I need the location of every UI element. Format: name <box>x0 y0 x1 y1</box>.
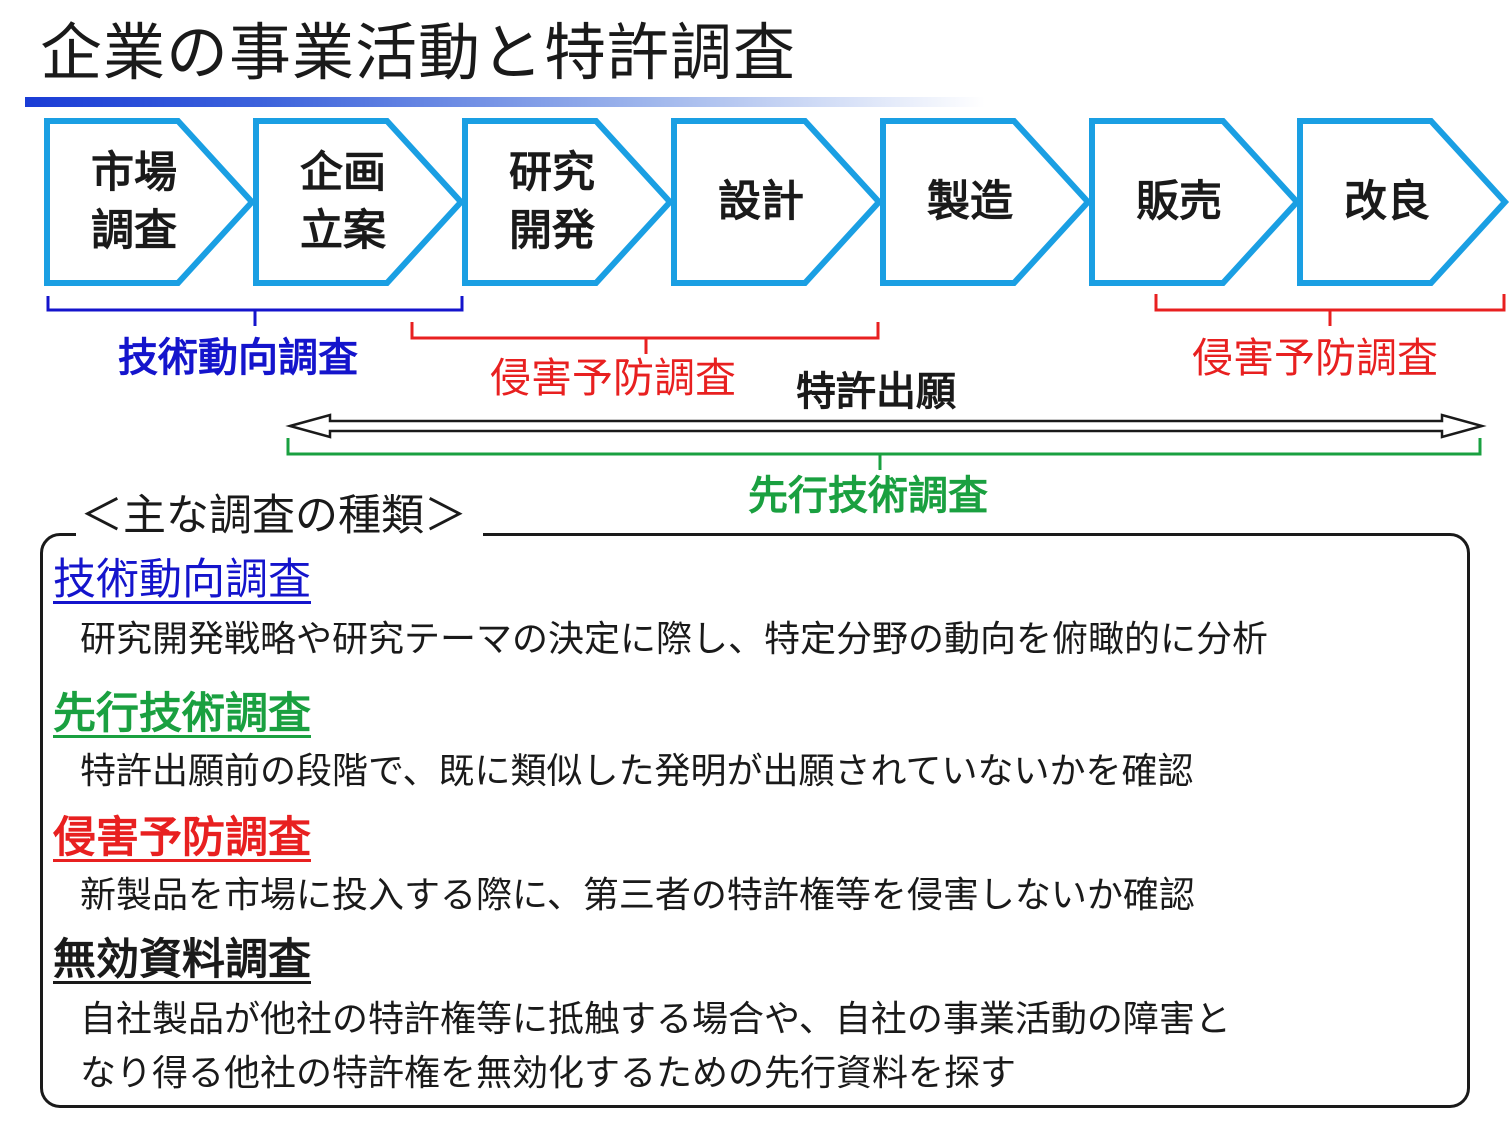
desc-invalidity-line2: なり得る他社の特許権を無効化するための先行資料を探す <box>80 1050 1016 1098</box>
stage-label: 企画 <box>300 144 386 202</box>
stage-label: 市場 <box>91 144 177 202</box>
stage-planning: 企画立案 <box>253 118 465 286</box>
patent-filing-label: 特許出願 <box>796 372 956 412</box>
term-tech-trend: 技術動向調査 <box>53 552 311 608</box>
page-title: 企業の事業活動と特許調査 <box>40 8 796 98</box>
stage-label: 開発 <box>509 202 595 260</box>
stage-market-research: 市場調査 <box>44 118 256 286</box>
desc-prior-art: 特許出願前の段階で、既に類似した発明が出願されていないかを確認 <box>80 748 1193 796</box>
desc-tech-trend: 研究開発戦略や研究テーマの決定に際し、特定分野の動向を俯瞰的に分析 <box>80 616 1268 664</box>
desc-infringement: 新製品を市場に投入する際に、第三者の特許権等を侵害しないか確認 <box>80 872 1195 920</box>
term-prior-art: 先行技術調査 <box>53 686 311 742</box>
prior-art-label: 先行技術調査 <box>748 476 988 516</box>
stage-sales: 販売 <box>1089 118 1301 286</box>
tech-trend-brace <box>46 294 464 330</box>
stage-manufacturing: 製造 <box>880 118 1092 286</box>
survey-types-heading: ＜主な調査の種類＞ <box>76 486 483 546</box>
stage-label: 改良 <box>1344 173 1430 231</box>
term-infringement: 侵害予防調査 <box>53 810 311 866</box>
infringement-label-right: 侵害予防調査 <box>1192 338 1438 379</box>
prior-art-brace <box>286 436 1484 472</box>
infringement-label-left: 侵害予防調査 <box>490 358 736 399</box>
stage-improvement: 改良 <box>1297 118 1509 286</box>
tech-trend-label: 技術動向調査 <box>118 338 358 378</box>
stage-label: 製造 <box>927 173 1013 231</box>
title-gradient-rule <box>25 97 985 107</box>
stage-label: 研究 <box>509 144 595 202</box>
stage-design: 設計 <box>671 118 883 286</box>
infringement-brace-left <box>410 320 882 356</box>
stage-label: 立案 <box>300 202 386 260</box>
stage-label: 設計 <box>718 173 804 231</box>
desc-invalidity-line1: 自社製品が他社の特許権等に抵触する場合や、自社の事業活動の障害と <box>80 996 1231 1044</box>
term-invalidity: 無効資料調査 <box>53 932 311 988</box>
stage-label: 調査 <box>91 202 177 260</box>
stage-label: 販売 <box>1136 173 1222 231</box>
stage-rnd: 研究開発 <box>462 118 674 286</box>
infringement-brace-right <box>1154 292 1508 328</box>
